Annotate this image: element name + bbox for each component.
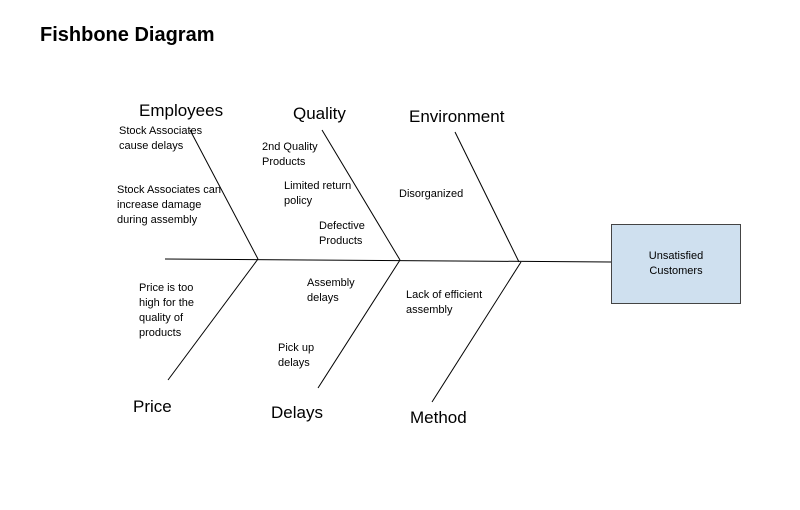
bone-delays	[317, 259, 401, 389]
category-delays: Delays	[271, 403, 323, 422]
cause-employees-1: Stock Associates cause delays	[119, 125, 203, 152]
bone-quality	[321, 129, 401, 261]
category-employees: Employees	[139, 101, 224, 120]
cause-delays-2: Pick up delays	[278, 342, 315, 369]
category-method: Method	[410, 408, 467, 427]
cause-method-1: Lack of efficient assembly	[406, 289, 483, 316]
category-environment: Environment	[409, 107, 505, 126]
bone-method	[431, 261, 522, 403]
page-title: Fishbone Diagram	[40, 24, 215, 46]
bone-environment	[454, 131, 520, 263]
cause-employees-2: Stock Associates can increase damage dur…	[117, 184, 221, 226]
bone-employees	[189, 129, 259, 260]
cause-environment-1: Disorganized	[399, 188, 464, 200]
spine-line	[164, 258, 612, 263]
cause-quality-2: Limited return policy	[284, 180, 352, 207]
effect-box: Unsatisfied Customers	[611, 224, 741, 304]
cause-quality-3: Defective Products	[319, 220, 365, 247]
category-quality: Quality	[293, 104, 346, 123]
cause-price-1: Price is too high for the quality of pro…	[139, 282, 195, 339]
cause-delays-1: Assembly delays	[307, 277, 355, 304]
category-price: Price	[133, 397, 172, 416]
bone-price	[167, 258, 259, 381]
effect-label: Unsatisfied Customers	[648, 250, 704, 277]
cause-quality-1: 2nd Quality Products	[262, 141, 318, 168]
